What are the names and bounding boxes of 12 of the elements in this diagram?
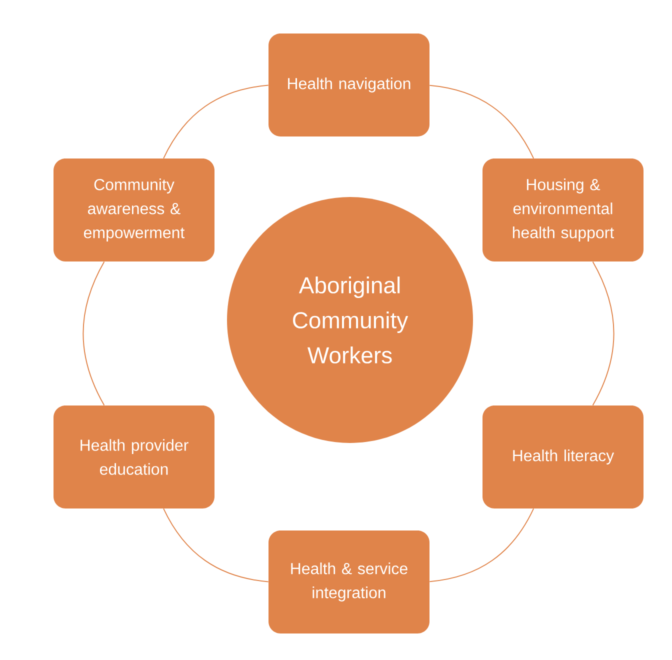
ring-arc	[429, 508, 534, 582]
topic-box: Community awareness & empowerment	[54, 158, 214, 262]
topic-box: Health literacy	[482, 406, 644, 508]
topic-box: Health provider education	[54, 406, 214, 508]
ring-arc	[163, 84, 269, 159]
topic-box: Housing & environmental health support	[482, 158, 644, 262]
topic-box: Health & service integration	[268, 530, 430, 634]
topic-box: Health navigation	[268, 34, 430, 136]
ring-arc	[163, 508, 269, 582]
ring-arc	[429, 84, 534, 159]
ring-arc	[592, 261, 614, 406]
ring-arc	[82, 261, 105, 406]
